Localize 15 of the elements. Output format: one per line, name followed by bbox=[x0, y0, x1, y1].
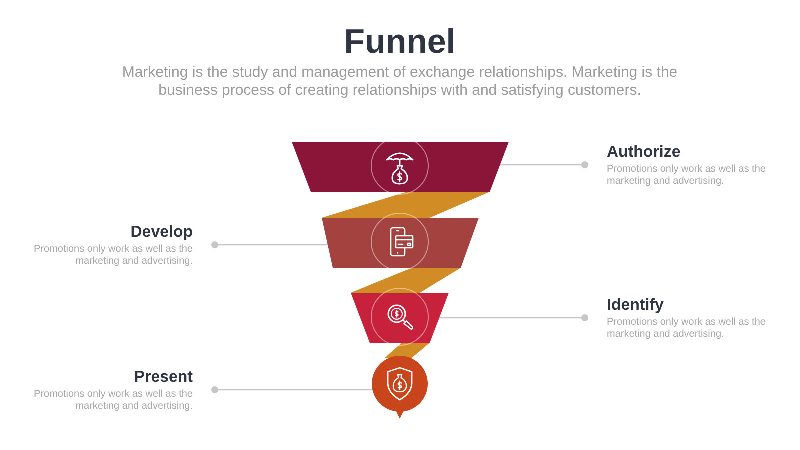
leader-line bbox=[212, 386, 373, 394]
funnel-tip bbox=[372, 356, 428, 419]
step-description: Promotions only work as well as the marketing and advertising. bbox=[607, 164, 767, 188]
step-heading: Identify bbox=[607, 296, 665, 315]
leader-line bbox=[440, 314, 588, 322]
subtitle-text: Marketing is the study and management of exchange relationships. Marketing is the business process of creating relationships with and satisfying customers. bbox=[121, 64, 679, 100]
step-description: Promotions only work as well as the marketing and advertising. bbox=[33, 244, 193, 268]
title: Funnel bbox=[343, 22, 457, 62]
step-heading: Authorize bbox=[607, 143, 682, 162]
step-description: Promotions only work as well as the marketing and advertising. bbox=[33, 389, 193, 413]
step-heading: Develop bbox=[130, 223, 193, 242]
leader-line bbox=[212, 242, 328, 248]
step-description: Promotions only work as well as the marketing and advertising. bbox=[607, 317, 767, 341]
leader-line bbox=[500, 162, 588, 168]
step-heading: Present bbox=[133, 368, 193, 387]
